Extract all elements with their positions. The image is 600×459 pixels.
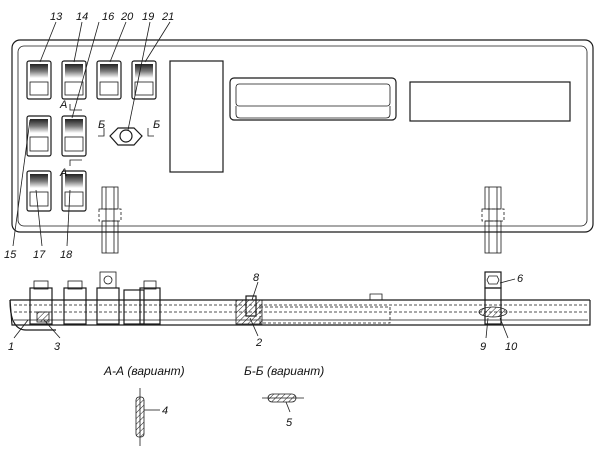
indicator-window-left bbox=[169, 60, 224, 173]
section-mark-a-top: А bbox=[59, 99, 67, 111]
callout-19: 19 bbox=[142, 11, 154, 23]
callout-6: 6 bbox=[517, 273, 524, 285]
caption-section-aa: А-А (вариант) bbox=[103, 364, 185, 378]
callout-10: 10 bbox=[505, 341, 518, 353]
callout-13: 13 bbox=[50, 11, 63, 23]
instrument-window-center bbox=[229, 77, 397, 121]
callout-16: 16 bbox=[102, 11, 115, 23]
callout-17: 17 bbox=[33, 249, 46, 261]
indicator-window-right bbox=[409, 81, 571, 122]
callout-9: 9 bbox=[480, 341, 486, 353]
leader-lines-top bbox=[12, 21, 171, 247]
switch-18 bbox=[61, 170, 87, 212]
section-view-aa bbox=[135, 388, 160, 446]
panel-front-view bbox=[11, 39, 594, 233]
callout-labels: 13 14 16 20 19 21 15 17 18 8 6 1 3 2 9 1… bbox=[4, 11, 524, 429]
switch-17 bbox=[26, 170, 52, 212]
connector-detail-2 bbox=[235, 295, 263, 325]
section-mark-a: А А bbox=[59, 99, 82, 179]
section-mark-b-left: Б bbox=[98, 119, 105, 131]
leader-lines-side bbox=[13, 278, 516, 339]
callout-4: 4 bbox=[162, 405, 168, 417]
callout-3: 3 bbox=[54, 341, 61, 353]
callout-5: 5 bbox=[286, 417, 293, 429]
section-mark-b: Б Б bbox=[98, 119, 160, 137]
callout-21: 21 bbox=[161, 11, 174, 23]
side-switch-group bbox=[9, 271, 161, 331]
callout-20: 20 bbox=[120, 11, 134, 23]
caption-section-bb: Б-Б (вариант) bbox=[244, 364, 324, 378]
mounting-clip-left bbox=[98, 186, 122, 254]
knob-19 bbox=[109, 127, 143, 146]
mounting-clip-right bbox=[481, 186, 505, 254]
callout-1: 1 bbox=[8, 341, 14, 353]
switch-16 bbox=[61, 115, 87, 157]
callout-8: 8 bbox=[253, 272, 260, 284]
switch-20 bbox=[96, 60, 122, 100]
callout-18: 18 bbox=[60, 249, 73, 261]
callout-14: 14 bbox=[76, 11, 88, 23]
callout-2: 2 bbox=[255, 337, 262, 349]
section-mark-b-right: Б bbox=[153, 119, 160, 131]
switch-15 bbox=[26, 115, 52, 157]
switch-13 bbox=[26, 60, 52, 100]
section-mark-a-bottom: А bbox=[59, 167, 67, 179]
section-view-bb bbox=[262, 393, 304, 413]
callout-15: 15 bbox=[4, 249, 17, 261]
bracket-detail-right bbox=[478, 271, 508, 325]
